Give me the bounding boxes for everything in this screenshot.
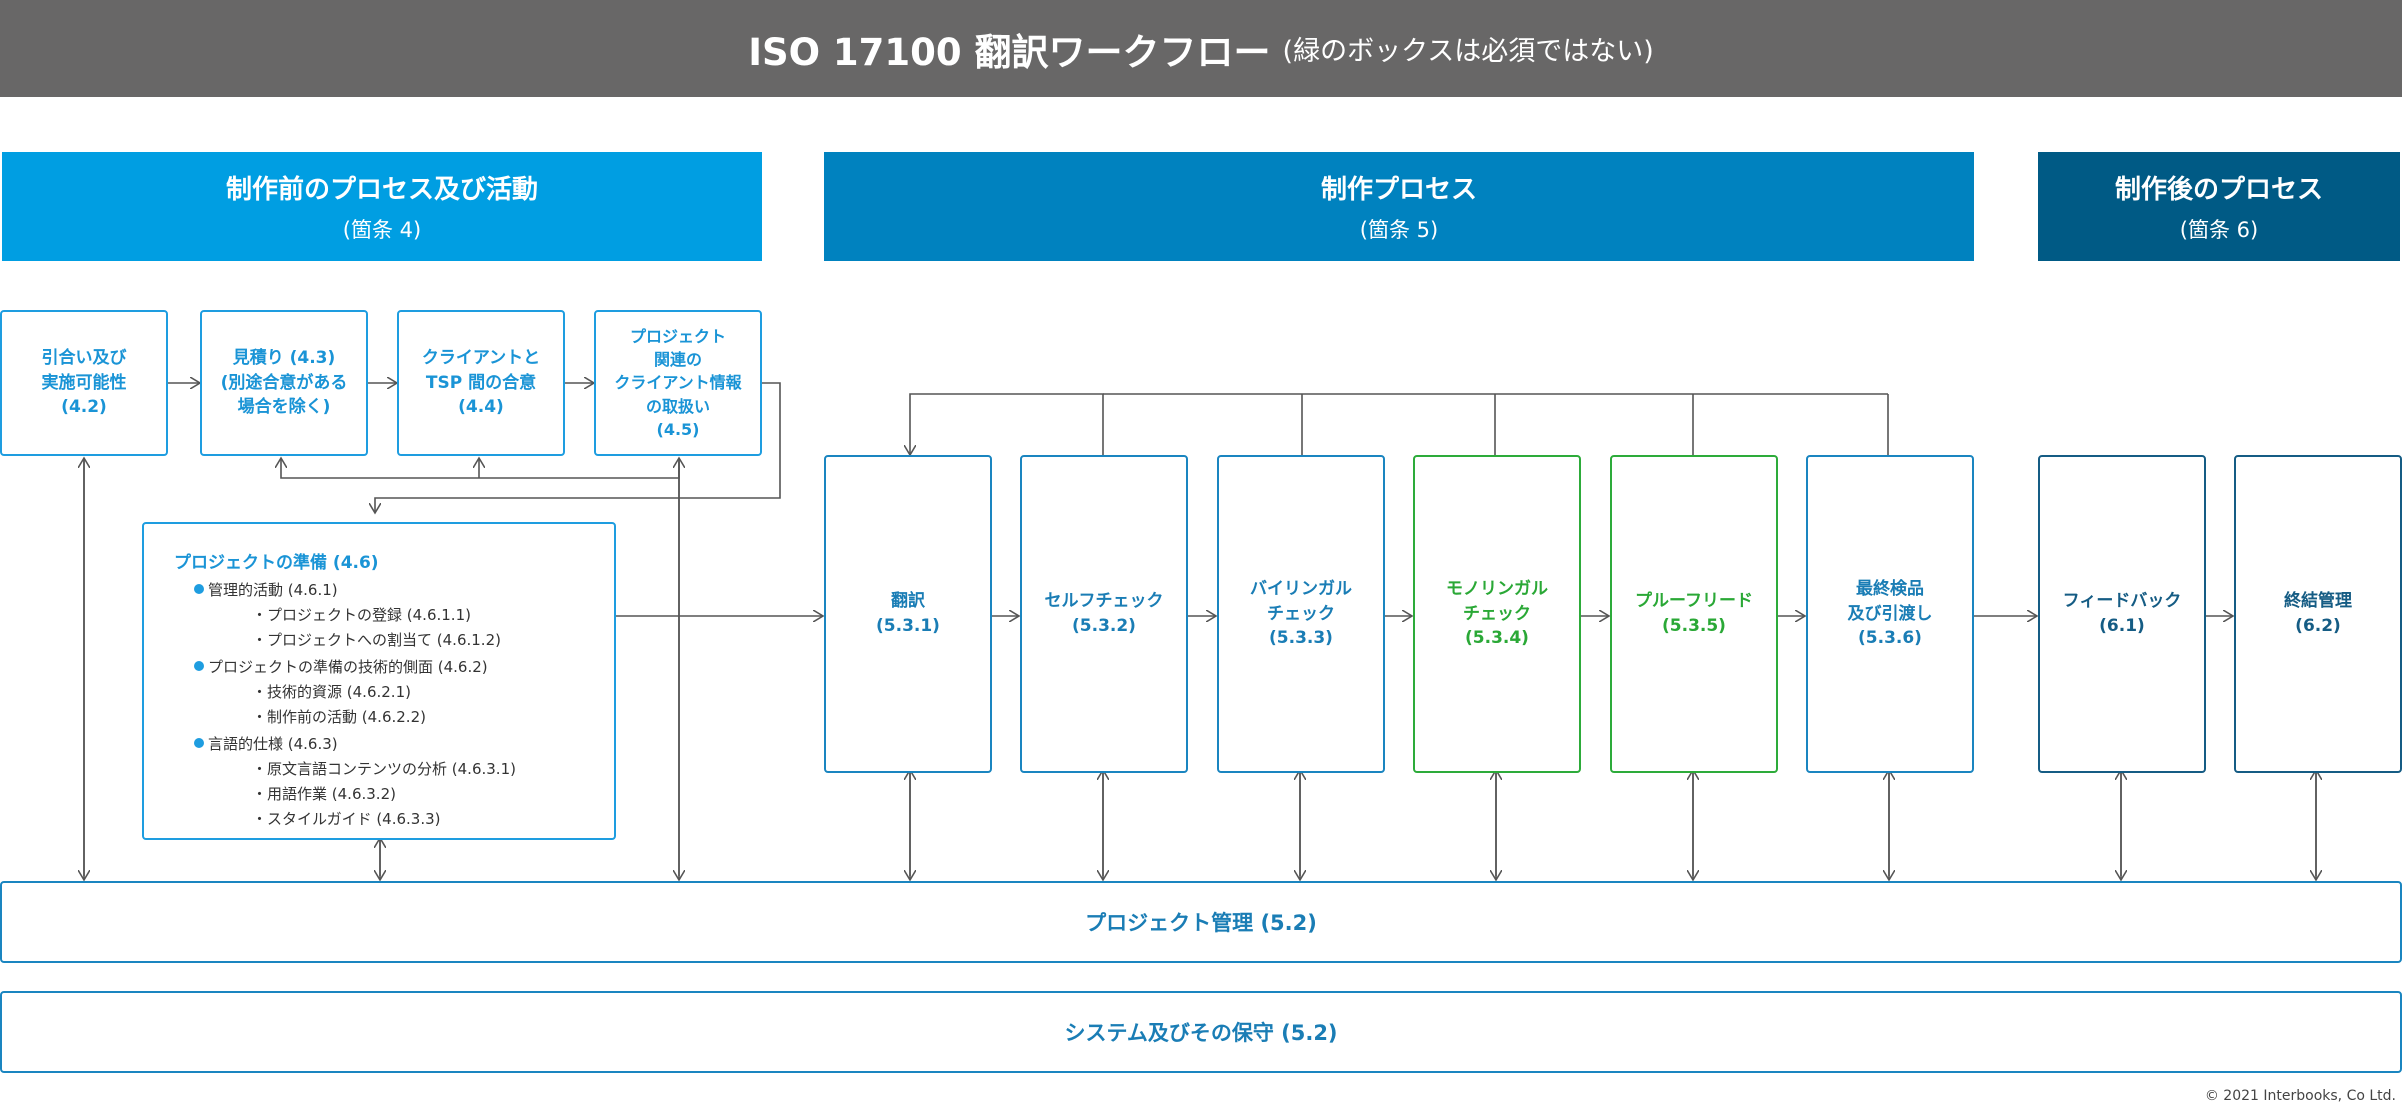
prep-item: 原文言語コンテンツの分析 (4.6.3.1) (252, 758, 614, 779)
phase-post: 制作後のプロセス (箇条 6) (2038, 152, 2400, 261)
phase-post-title: 制作後のプロセス (2114, 175, 2323, 205)
box-proofreading: プルーフリード (5.3.5) (1610, 455, 1778, 773)
phase-production-title: 制作プロセス (1320, 175, 1477, 205)
prep-section-linguistic: 言語的仕様 (4.6.3) (194, 733, 614, 754)
diagram-subtitle: (緑のボックスは必須ではない) (1282, 36, 1654, 67)
box-self-check: セルフチェック (5.3.2) (1020, 455, 1188, 773)
phase-pre: 制作前のプロセス及び活動 (箇条 4) (2, 152, 762, 261)
box-client-info: プロジェクト 関連の クライアント情報 の取扱い (4.5) (594, 310, 762, 456)
bar-project-management: プロジェクト管理 (5.2) (0, 881, 2402, 963)
prep-item: プロジェクトへの割当て (4.6.1.2) (252, 629, 614, 650)
arrow-loop-to-estimate (281, 458, 680, 479)
prep-item: プロジェクトの登録 (4.6.1.1) (252, 604, 614, 625)
title-bar: ISO 17100 翻訳ワークフロー (緑のボックスは必須ではない) (0, 0, 2402, 97)
copyright: © 2021 Interbooks, Co Ltd. (2204, 1088, 2396, 1104)
box-closure: 終結管理 (6.2) (2234, 455, 2402, 773)
prep-item: 用語作業 (4.6.3.2) (252, 783, 614, 804)
arrow-client-info-to-prep (375, 382, 781, 513)
prep-item: スタイルガイド (4.6.3.3) (252, 808, 614, 829)
phase-production-clause: (箇条 5) (1359, 218, 1439, 242)
prep-section-technical: プロジェクトの準備の技術的側面 (4.6.2) (194, 656, 614, 677)
prep-item: 技術的資源 (4.6.2.1) (252, 681, 614, 702)
phase-pre-clause: (箇条 4) (342, 218, 422, 242)
box-monolingual-check: モノリンガル チェック (5.3.4) (1413, 455, 1581, 773)
box-project-preparation: プロジェクトの準備 (4.6) 管理的活動 (4.6.1) プロジェクトの登録 … (142, 522, 616, 840)
arrow-rework-loop (910, 393, 1104, 455)
prep-title: プロジェクトの準備 (4.6) (174, 553, 379, 573)
box-final-verification: 最終検品 及び引渡し (5.3.6) (1806, 455, 1974, 773)
phase-post-clause: (箇条 6) (2179, 218, 2259, 242)
phase-pre-title: 制作前のプロセス及び活動 (225, 175, 538, 205)
box-estimate: 見積り (4.3) (別途合意がある 場合を除く) (200, 310, 368, 456)
box-inquiry-feasibility: 引合い及び 実施可能性 (4.2) (0, 310, 168, 456)
diagram-title: ISO 17100 翻訳ワークフロー (748, 30, 1271, 74)
box-feedback: フィードバック (6.1) (2038, 455, 2206, 773)
prep-item: 制作前の活動 (4.6.2.2) (252, 706, 614, 727)
box-translation: 翻訳 (5.3.1) (824, 455, 992, 773)
bar-system-maintenance: システム及びその保守 (5.2) (0, 991, 2402, 1073)
box-bilingual-check: バイリンガル チェック (5.3.3) (1217, 455, 1385, 773)
prep-section-admin: 管理的活動 (4.6.1) (194, 579, 614, 600)
phase-production: 制作プロセス (箇条 5) (824, 152, 1974, 261)
box-client-agreement: クライアントと TSP 間の合意 (4.4) (397, 310, 565, 456)
